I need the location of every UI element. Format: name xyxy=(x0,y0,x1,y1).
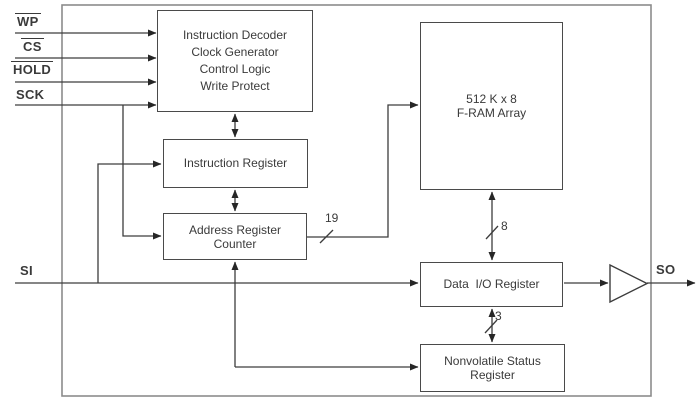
wp-pin-label: WP xyxy=(15,13,41,29)
so-pin-label: SO xyxy=(656,262,676,277)
block-text: Nonvolatile Status xyxy=(444,354,541,368)
sck-to-address-counter-line xyxy=(122,105,162,240)
address-bus-19-line xyxy=(307,101,419,238)
block-text: Clock Generator xyxy=(191,45,279,59)
block-text: F-RAM Array xyxy=(456,106,527,120)
hold-pin-label: HOLD xyxy=(11,61,54,77)
nonvolatile-status-register-block: Nonvolatile Status Register xyxy=(420,344,565,392)
block-text: Counter xyxy=(213,236,257,251)
address-register-counter-block: Address Register Counter xyxy=(163,213,307,260)
block-text: Control Logic xyxy=(199,62,271,76)
output-buffer-triangle xyxy=(609,263,649,304)
block-text: 512 K x 8 xyxy=(466,92,517,106)
block-text: Data I/O Register xyxy=(443,277,540,291)
block-text: Register xyxy=(470,368,515,382)
hold-pin-text: HOLD xyxy=(11,61,54,77)
fram-array-block: 512 K x 8 F-RAM Array xyxy=(420,22,563,190)
block-text: Address Register xyxy=(188,222,282,237)
si-pin-label: SI xyxy=(20,263,33,278)
block-text: Write Protect xyxy=(200,79,270,93)
status-bus-3-slash xyxy=(484,319,498,334)
status-bus-width-label: 3 xyxy=(495,309,502,323)
cs-pin-text: CS xyxy=(21,38,44,54)
data-bus-8-slash xyxy=(485,225,499,240)
outer-boundary xyxy=(61,4,652,397)
data-io-register-block: Data I/O Register xyxy=(420,262,563,307)
block-text: Instruction Register xyxy=(183,156,288,170)
cs-pin-label: CS xyxy=(21,38,44,54)
address-bus-width-label: 19 xyxy=(325,211,339,225)
data-bus-width-label: 8 xyxy=(501,219,508,233)
block-text: Instruction Decoder xyxy=(182,28,288,42)
wp-pin-text: WP xyxy=(15,13,41,29)
instruction-decoder-block: Instruction Decoder Clock Generator Cont… xyxy=(157,10,313,112)
si-to-instruction-register-line xyxy=(97,160,162,283)
address-bus-19-slash xyxy=(319,229,334,244)
instruction-register-block: Instruction Register xyxy=(163,139,308,188)
sck-pin-label: SCK xyxy=(16,87,45,102)
